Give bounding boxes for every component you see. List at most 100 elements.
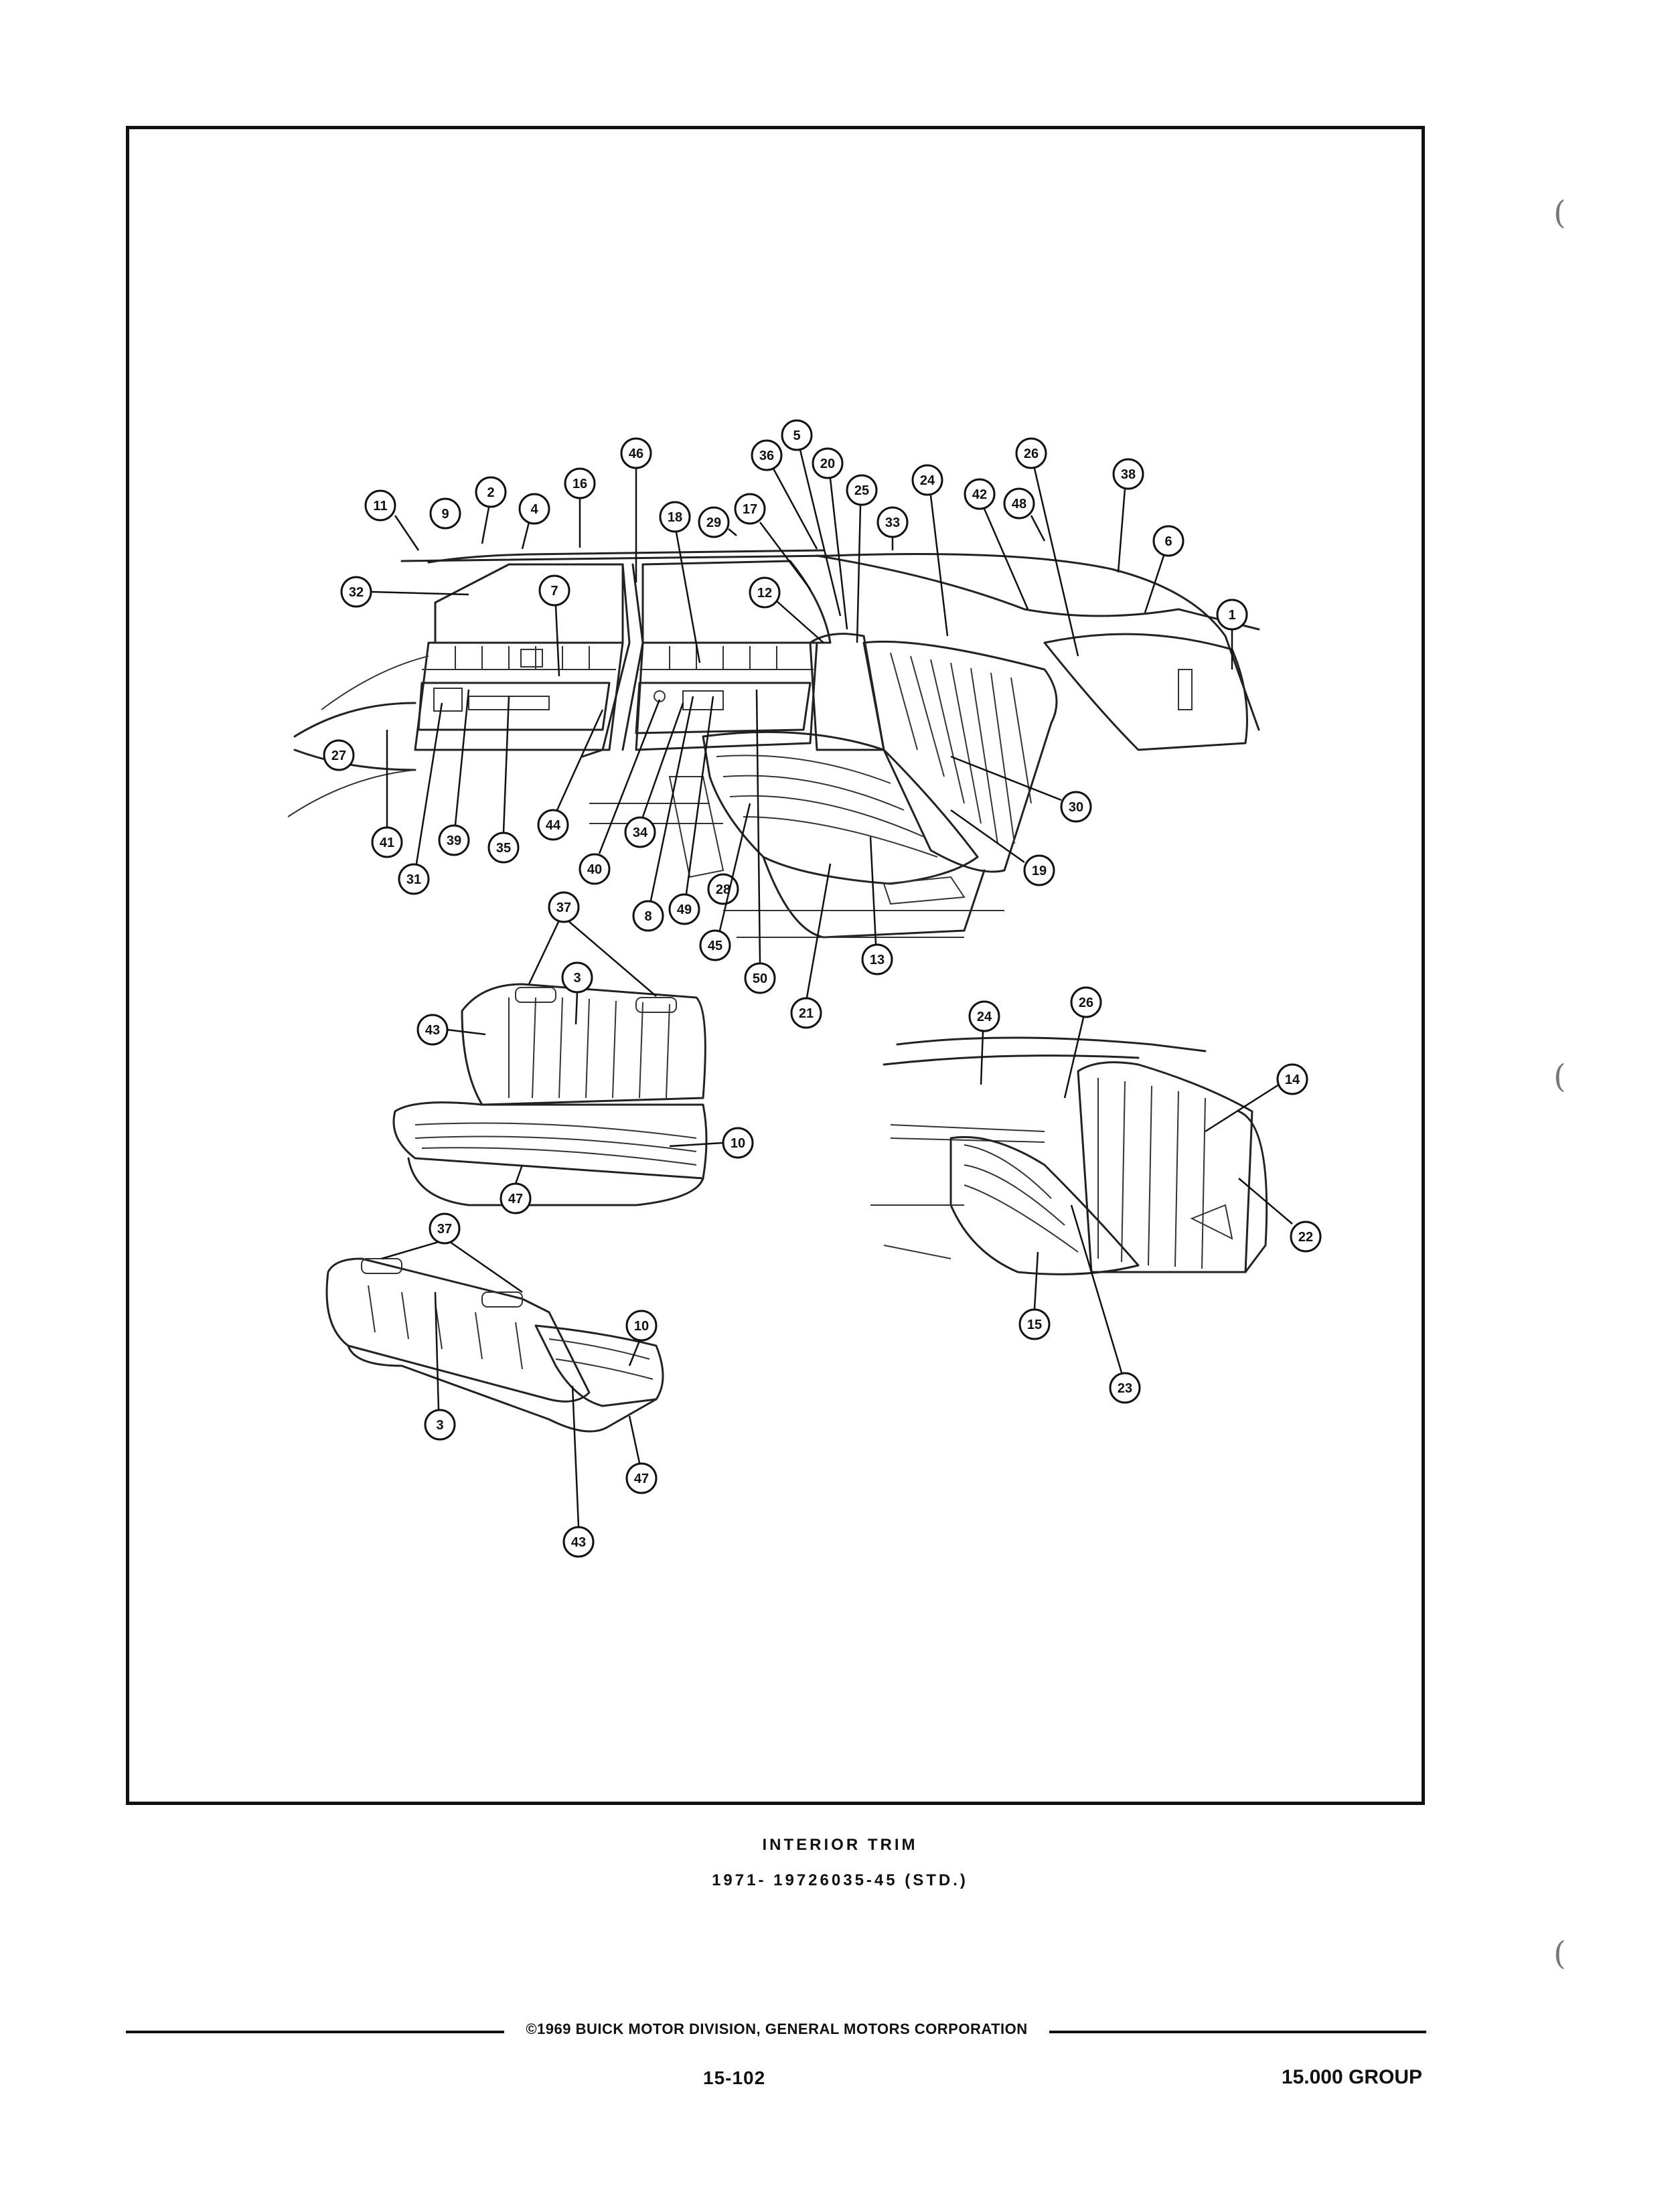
group-label: 15.000 GROUP (1281, 2066, 1422, 2088)
svg-text:37: 37 (556, 900, 571, 915)
svg-text:34: 34 (633, 825, 648, 840)
figure-frame (126, 126, 1425, 1805)
rear-seat-drawing (392, 983, 708, 1206)
callout-32: 32 (340, 576, 469, 608)
callout-40: 40 (579, 699, 661, 885)
svg-text:11: 11 (373, 499, 387, 514)
svg-text:17: 17 (743, 502, 757, 517)
svg-text:35: 35 (496, 841, 511, 856)
callout-11: 11 (364, 489, 420, 551)
svg-text:37: 37 (437, 1222, 452, 1237)
svg-text:39: 39 (447, 834, 461, 848)
svg-text:36: 36 (759, 449, 774, 463)
svg-text:46: 46 (629, 447, 643, 461)
callout-37-folded: 37 (381, 1212, 523, 1293)
svg-text:26: 26 (1079, 996, 1093, 1010)
svg-text:26: 26 (1024, 447, 1039, 461)
footer-rule-right (1049, 2031, 1426, 2033)
callout-30: 30 (950, 755, 1092, 823)
callout-8: 8 (632, 696, 694, 932)
svg-text:1: 1 (1228, 608, 1235, 623)
svg-text:4: 4 (530, 502, 538, 517)
svg-text:27: 27 (331, 749, 346, 763)
svg-text:18: 18 (668, 510, 682, 525)
svg-text:45: 45 (708, 939, 722, 953)
svg-text:47: 47 (634, 1472, 649, 1486)
callout-25: 25 (846, 474, 878, 643)
callout-5: 5 (781, 419, 842, 617)
callouts-third-seat: 24 26 14 22 15 23 (968, 986, 1322, 1404)
svg-text:3: 3 (436, 1418, 443, 1433)
callout-26: 26 (1015, 437, 1079, 657)
svg-text:31: 31 (406, 872, 421, 887)
svg-text:19: 19 (1032, 864, 1047, 878)
svg-text:42: 42 (972, 487, 987, 502)
callout-4: 4 (518, 493, 550, 550)
callout-17: 17 (734, 493, 811, 590)
callout-49: 49 (668, 696, 714, 925)
svg-text:49: 49 (677, 902, 692, 917)
svg-text:14: 14 (1285, 1073, 1300, 1087)
callout-22-third: 22 (1238, 1178, 1322, 1253)
callout-27: 27 (323, 739, 355, 771)
svg-text:16: 16 (572, 477, 587, 491)
svg-text:47: 47 (508, 1192, 523, 1206)
svg-text:23: 23 (1118, 1381, 1132, 1396)
callout-2: 2 (475, 476, 507, 544)
vehicle-interior-drawing (287, 549, 1260, 939)
callout-10-folded: 10 (625, 1310, 658, 1366)
svg-text:3: 3 (573, 971, 581, 986)
callouts-rear-seat: 37 3 43 10 47 (416, 891, 754, 1214)
callout-50: 50 (744, 689, 776, 994)
callout-13: 13 (861, 836, 893, 975)
svg-text:20: 20 (820, 457, 835, 471)
svg-text:21: 21 (799, 1006, 814, 1021)
figure-caption-subtitle: 1971- 19726035-45 (STD.) (712, 1871, 968, 1889)
callout-10-rear: 10 (669, 1127, 754, 1159)
callout-35: 35 (487, 696, 520, 864)
callout-15-third: 15 (1018, 1251, 1051, 1340)
footer-rule-left (126, 2031, 504, 2033)
svg-text:2: 2 (487, 485, 494, 500)
footer-copyright: ©1969 BUICK MOTOR DIVISION, GENERAL MOTO… (526, 2021, 1028, 2037)
callout-16: 16 (564, 467, 596, 548)
callout-21: 21 (790, 863, 832, 1029)
callout-20: 20 (812, 447, 848, 630)
callout-24: 24 (911, 464, 949, 637)
svg-text:41: 41 (380, 836, 394, 850)
callout-24-third: 24 (968, 1000, 1000, 1085)
svg-text:43: 43 (425, 1023, 440, 1038)
svg-text:22: 22 (1298, 1230, 1313, 1245)
figure-caption-title: INTERIOR TRIM (762, 1836, 918, 1854)
callout-29: 29 (698, 506, 737, 538)
svg-text:48: 48 (1012, 497, 1026, 512)
callout-12: 12 (749, 576, 824, 643)
svg-text:7: 7 (550, 584, 558, 599)
svg-text:24: 24 (977, 1010, 992, 1024)
binder-hole-mark-middle: ( (1553, 1058, 1566, 1095)
callout-44: 44 (537, 709, 604, 841)
page-number: 15-102 (703, 2067, 766, 2088)
callout-7: 7 (538, 574, 570, 677)
callout-39: 39 (438, 689, 470, 856)
callout-19: 19 (950, 809, 1055, 886)
svg-text:33: 33 (885, 516, 900, 530)
callout-9: 9 (429, 497, 461, 530)
svg-text:29: 29 (706, 516, 721, 530)
callouts-main: 11 9 2 4 16 46 32 7 18 29 36 5 20 17 25 … (323, 419, 1248, 1029)
svg-text:30: 30 (1069, 800, 1083, 815)
svg-text:50: 50 (753, 971, 767, 986)
callout-23-third: 23 (1070, 1204, 1141, 1404)
svg-text:15: 15 (1027, 1318, 1042, 1332)
svg-text:5: 5 (793, 428, 800, 443)
callout-18: 18 (659, 501, 701, 663)
callout-48: 48 (1003, 487, 1046, 542)
svg-text:25: 25 (854, 483, 869, 498)
callout-3-folded: 3 (424, 1291, 456, 1441)
svg-text:44: 44 (546, 818, 561, 833)
callout-45: 45 (699, 803, 751, 961)
third-seat-drawing (870, 1036, 1268, 1275)
binder-hole-mark-top: ( (1553, 194, 1566, 232)
